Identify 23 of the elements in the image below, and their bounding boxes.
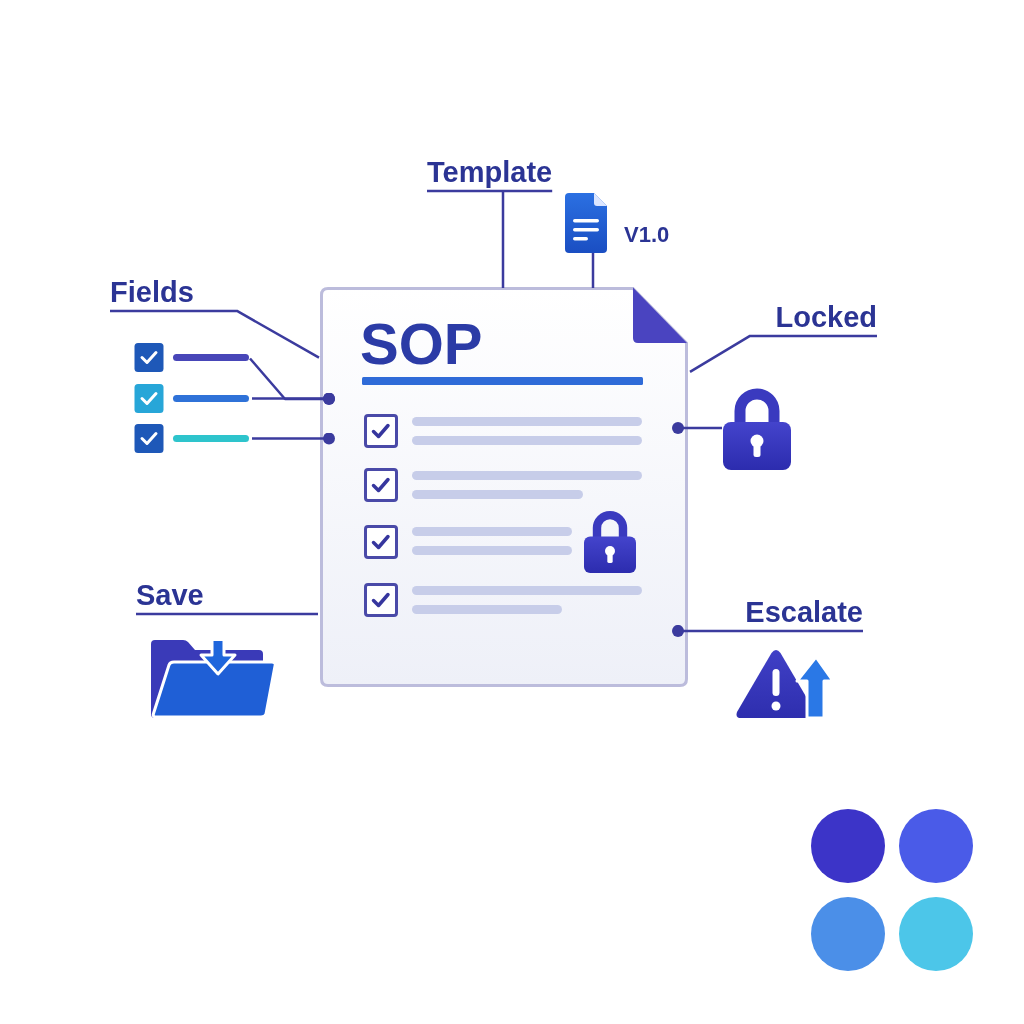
padlock-icon — [723, 386, 791, 470]
leader-line — [136, 612, 318, 616]
checked-item-icon — [134, 423, 249, 454]
callout-label: Escalate — [745, 595, 863, 630]
callout-label: Fields — [110, 275, 194, 310]
callout-label: Template — [427, 155, 553, 190]
leader-line — [672, 624, 863, 637]
document-icon — [565, 193, 607, 253]
leader-line — [252, 432, 335, 445]
callout-label: Save — [136, 578, 204, 613]
leader-line — [249, 357, 335, 405]
callout-label: Locked — [775, 300, 877, 335]
document-title: SOP — [360, 315, 483, 373]
checked-item-icon — [134, 342, 249, 373]
version-label: V1.0 — [624, 221, 670, 248]
leader-line — [689, 334, 877, 373]
checked-item-icon — [134, 383, 249, 414]
leader-line — [425, 189, 554, 290]
leader-line — [591, 253, 595, 288]
leader-line — [110, 309, 320, 359]
leader-line — [252, 392, 335, 405]
document-page — [320, 287, 688, 687]
leader-line — [672, 422, 722, 434]
